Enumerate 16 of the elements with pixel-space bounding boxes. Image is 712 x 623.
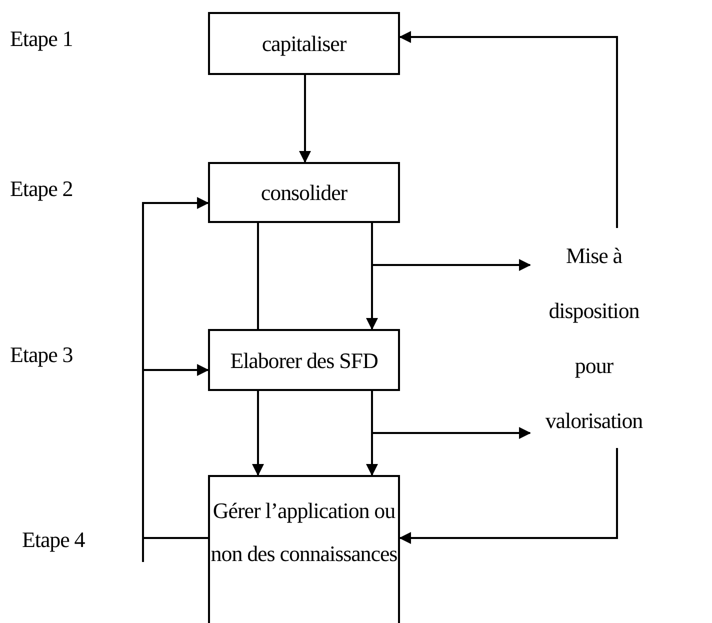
step-label: Etape 4 bbox=[22, 526, 85, 554]
arrow bbox=[371, 223, 531, 271]
process-box: Gérer l’application ou non des connaissances bbox=[208, 475, 400, 623]
arrow bbox=[299, 75, 311, 163]
arrow bbox=[252, 391, 264, 476]
output-text: Mise à disposition pour valorisation bbox=[530, 228, 658, 448]
arrow bbox=[399, 448, 618, 544]
arrow bbox=[142, 364, 209, 539]
process-box: Elaborer des SFD bbox=[208, 329, 400, 391]
arrow bbox=[371, 391, 531, 439]
step-label: Etape 3 bbox=[10, 341, 73, 369]
step-label: Etape 2 bbox=[10, 175, 73, 203]
process-box: consolider bbox=[208, 162, 400, 223]
arrow bbox=[399, 31, 618, 228]
process-box: capitaliser bbox=[208, 12, 400, 75]
step-label: Etape 1 bbox=[10, 25, 73, 53]
